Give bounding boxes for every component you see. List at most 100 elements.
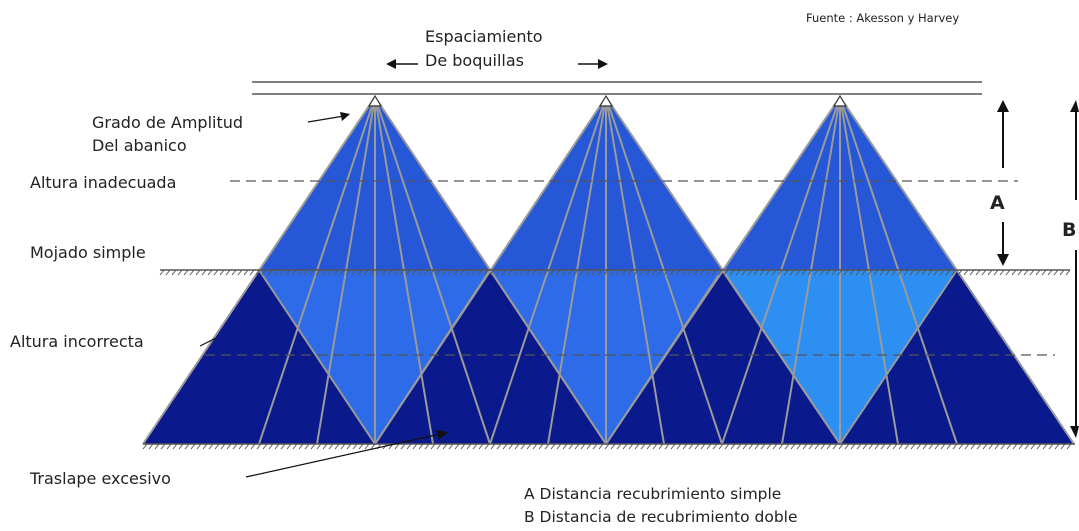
overlap-triangle-1 bbox=[143, 270, 375, 444]
ground-hatch bbox=[1065, 269, 1071, 276]
ground-double bbox=[142, 443, 1075, 450]
ground-hatch bbox=[658, 443, 664, 450]
ground-hatch bbox=[544, 443, 550, 450]
ground-hatch bbox=[669, 269, 675, 276]
ground-hatch bbox=[574, 443, 580, 450]
ground-hatch bbox=[232, 443, 238, 450]
ground-hatch bbox=[687, 269, 693, 276]
ground-hatch bbox=[250, 443, 256, 450]
ground-hatch bbox=[231, 269, 237, 276]
ground-hatch bbox=[243, 269, 249, 276]
ground-hatch bbox=[615, 269, 621, 276]
ground-hatch bbox=[178, 443, 184, 450]
excessive-overlap-label: Traslape excesivo bbox=[29, 469, 171, 488]
ground-hatch bbox=[1060, 443, 1066, 450]
ground-hatch bbox=[741, 269, 747, 276]
nozzles bbox=[367, 94, 848, 107]
ground-hatch bbox=[772, 443, 778, 450]
ground-hatch bbox=[843, 269, 849, 276]
ground-hatch bbox=[909, 269, 915, 276]
ground-hatch bbox=[939, 269, 945, 276]
ground-hatch bbox=[532, 443, 538, 450]
ground-hatch bbox=[1011, 269, 1017, 276]
leader-lines bbox=[199, 112, 448, 478]
ground-hatch bbox=[981, 269, 987, 276]
ground-hatch bbox=[598, 443, 604, 450]
ground-hatch bbox=[718, 443, 724, 450]
ground-hatch bbox=[627, 269, 633, 276]
ground-hatch bbox=[814, 443, 820, 450]
ground-hatch bbox=[531, 269, 537, 276]
ground-hatch bbox=[1030, 443, 1036, 450]
ground-hatch bbox=[921, 269, 927, 276]
ground-hatch bbox=[381, 269, 387, 276]
ground-hatch bbox=[1053, 269, 1059, 276]
ground-hatch bbox=[850, 443, 856, 450]
ground-hatch bbox=[580, 443, 586, 450]
ground-hatch bbox=[189, 269, 195, 276]
ground-hatch bbox=[760, 443, 766, 450]
ground-hatch bbox=[267, 269, 273, 276]
ground-hatch bbox=[651, 269, 657, 276]
ground-hatch bbox=[442, 443, 448, 450]
ground-hatch bbox=[861, 269, 867, 276]
ground-hatch bbox=[286, 443, 292, 450]
ground-hatch bbox=[795, 269, 801, 276]
ground-hatch bbox=[1066, 443, 1072, 450]
ground-hatch bbox=[609, 269, 615, 276]
ground-hatch bbox=[483, 269, 489, 276]
ground-hatch bbox=[976, 443, 982, 450]
ground-hatch bbox=[1005, 269, 1011, 276]
ground-hatch bbox=[928, 443, 934, 450]
ground-hatch bbox=[1042, 443, 1048, 450]
ground-hatch bbox=[471, 269, 477, 276]
ground-hatch bbox=[154, 443, 160, 450]
ground-hatch bbox=[963, 269, 969, 276]
ground-hatch bbox=[310, 443, 316, 450]
ground-hatch bbox=[754, 443, 760, 450]
ground-hatch bbox=[730, 443, 736, 450]
ground-hatch bbox=[142, 443, 148, 450]
ground-hatch bbox=[892, 443, 898, 450]
nozzle-2 bbox=[598, 94, 614, 107]
ground-hatch bbox=[717, 269, 723, 276]
overlap-triangle-4 bbox=[840, 270, 1074, 444]
ground-hatch bbox=[1023, 269, 1029, 276]
ground-hatch bbox=[706, 443, 712, 450]
ground-hatch bbox=[855, 269, 861, 276]
ground-hatch bbox=[160, 443, 166, 450]
ground-hatch bbox=[298, 443, 304, 450]
ground-hatch bbox=[412, 443, 418, 450]
incorrect-height-leader bbox=[199, 337, 217, 347]
ground-hatch bbox=[202, 443, 208, 450]
ground-hatch bbox=[1024, 443, 1030, 450]
ground-hatch bbox=[346, 443, 352, 450]
ground-hatch bbox=[862, 443, 868, 450]
ground-hatch bbox=[466, 443, 472, 450]
ground-hatch bbox=[820, 443, 826, 450]
ground-hatch bbox=[328, 443, 334, 450]
ground-hatch bbox=[868, 443, 874, 450]
ground-hatch bbox=[573, 269, 579, 276]
ground-hatch bbox=[268, 443, 274, 450]
dimension-a bbox=[997, 100, 1009, 266]
ground-hatch bbox=[441, 269, 447, 276]
ground-hatch bbox=[579, 269, 585, 276]
ground-hatch bbox=[370, 443, 376, 450]
ground-hatch bbox=[826, 443, 832, 450]
ground-hatch bbox=[256, 443, 262, 450]
ground-hatch bbox=[279, 269, 285, 276]
ground-hatch bbox=[567, 269, 573, 276]
ground-hatch bbox=[964, 443, 970, 450]
a-marker: A bbox=[990, 192, 1005, 214]
ground-hatch bbox=[994, 443, 1000, 450]
ground-hatch bbox=[340, 443, 346, 450]
ground-hatch bbox=[369, 269, 375, 276]
ground-hatch bbox=[292, 443, 298, 450]
ground-hatch bbox=[1047, 269, 1053, 276]
ground-hatch bbox=[405, 269, 411, 276]
ground-hatch bbox=[460, 443, 466, 450]
spacing-arrows bbox=[386, 59, 608, 69]
